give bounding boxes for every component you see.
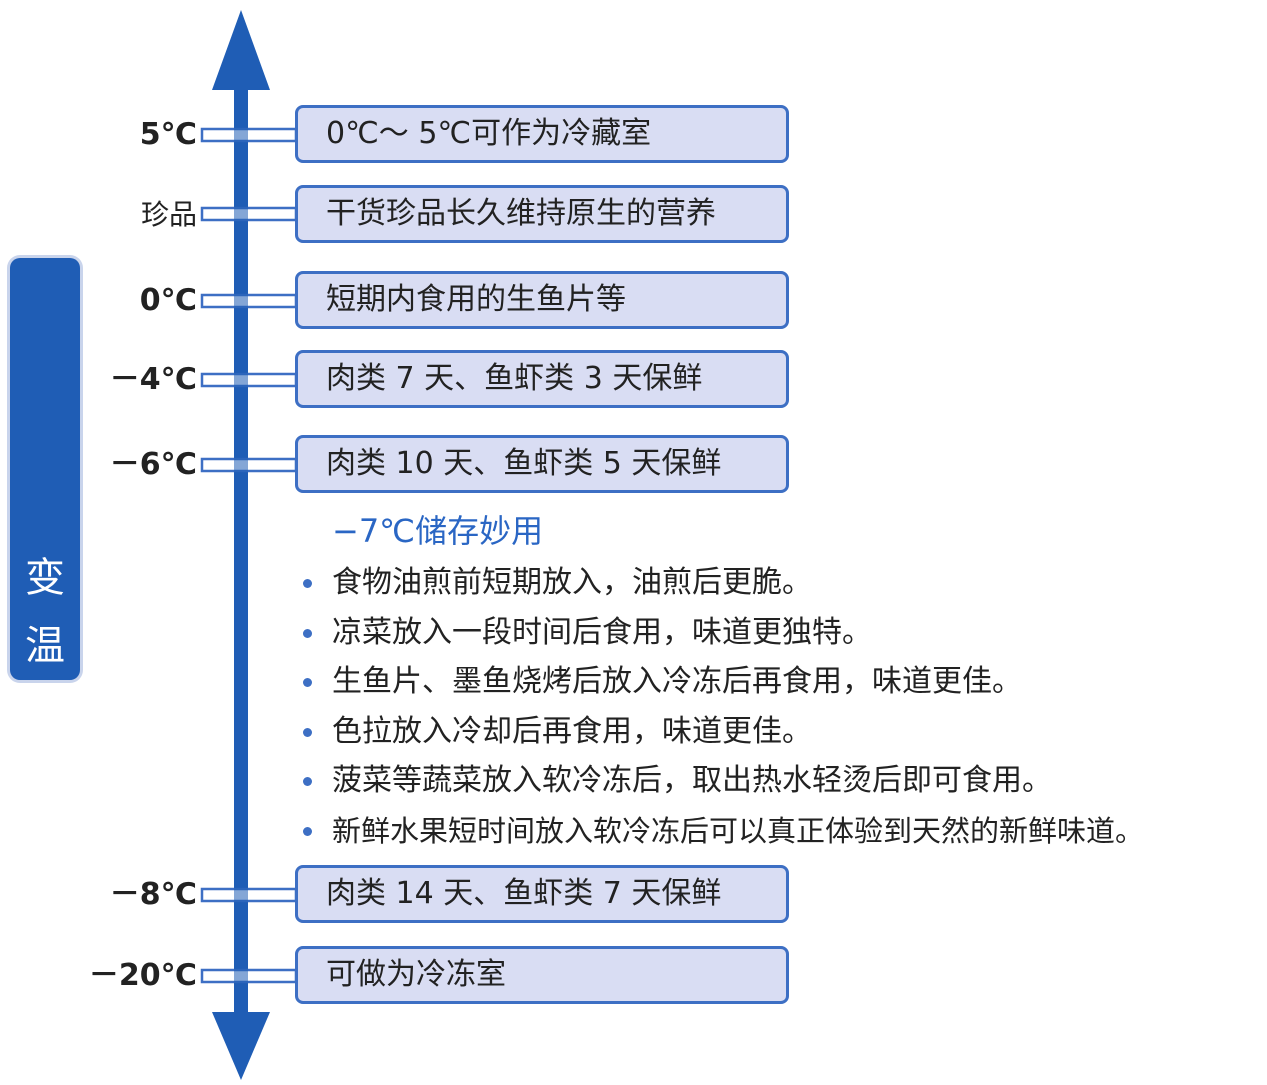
list-item-text: 色拉放入冷却后再食用，味道更佳。 (332, 713, 812, 749)
connector-minus6c (200, 457, 298, 473)
label-minus20c: －20℃ (88, 958, 197, 993)
bullet-dot-icon (303, 777, 312, 786)
box-minus4c: 肉类 7 天、鱼虾类 3 天保鲜 (295, 350, 789, 408)
axis-up-arrow-icon (212, 10, 270, 90)
list-item-text: 食物油煎前短期放入，油煎后更脆。 (332, 565, 812, 600)
connector-5c (200, 127, 298, 143)
list-item-text: 生鱼片、墨鱼烧烤后放入冷冻后再食用，味道更佳。 (332, 664, 1022, 699)
label-0c: 0℃ (139, 283, 197, 318)
minus7-usage-list: 食物油煎前短期放入，油煎后更脆。 凉菜放入一段时间后食用，味道更独特。 生鱼片、… (300, 560, 1144, 857)
box-5c: 0℃～ 5℃可作为冷藏室 (295, 105, 789, 163)
label-zhenpin: 珍品 (140, 198, 197, 231)
box-minus8c: 肉类 14 天、鱼虾类 7 天保鲜 (295, 865, 789, 923)
label-minus4c: －4℃ (109, 362, 197, 397)
title-char-1: 变 (25, 555, 65, 601)
label-minus6c: －6℃ (109, 447, 197, 482)
bullet-dot-icon (303, 628, 312, 638)
list-item-text: 新鲜水果短时间放入软冷冻后可以真正体验到天然的新鲜味道。 (332, 813, 1145, 848)
title-char-5: 用 (25, 827, 65, 873)
bullet-dot-icon (303, 727, 312, 737)
box-minus6c: 肉类 10 天、鱼虾类 5 天保鲜 (295, 435, 789, 493)
bullet-dot-icon (303, 579, 312, 588)
bullet-dot-icon (303, 826, 312, 836)
list-item: 生鱼片、墨鱼烧烤后放入冷冻后再食用，味道更佳。 (300, 659, 1144, 709)
axis-shaft-overlay (234, 80, 248, 1030)
title-char-4: 妙 (25, 759, 65, 805)
box-zhenpin: 干货珍品长久维持原生的营养 (295, 185, 789, 243)
title-char-3: 室 (25, 691, 65, 737)
list-item: 食物油煎前短期放入，油煎后更脆。 (300, 560, 1144, 610)
list-item: 新鲜水果短时间放入软冷冻后可以真正体验到天然的新鲜味道。 (300, 808, 1144, 858)
side-title-block: 变 温 室 妙 用 (10, 258, 80, 872)
bullet-dot-icon (303, 678, 312, 687)
minus7-heading: −7℃储存妙用 (332, 512, 544, 550)
box-minus20c: 可做为冷冻室 (295, 946, 789, 1004)
list-item-text: 凉菜放入一段时间后食用，味道更独特。 (332, 614, 872, 650)
list-item: 凉菜放入一段时间后食用，味道更独特。 (300, 610, 1144, 660)
list-item: 菠菜等蔬菜放入软冷冻后，取出热水轻烫后即可食用。 (300, 758, 1144, 808)
connector-minus4c (200, 372, 298, 388)
connector-minus20c (200, 968, 298, 984)
box-0c: 短期内食用的生鱼片等 (295, 271, 789, 329)
list-item: 色拉放入冷却后再食用，味道更佳。 (300, 709, 1144, 759)
connector-zhenpin (200, 206, 298, 222)
title-char-2: 温 (25, 623, 65, 669)
axis-down-arrow-icon (212, 1012, 270, 1080)
label-minus8c: －8℃ (109, 877, 197, 912)
connector-minus8c (200, 887, 298, 903)
connector-0c (200, 293, 298, 309)
label-5c: 5℃ (139, 117, 197, 152)
list-item-text: 菠菜等蔬菜放入软冷冻后，取出热水轻烫后即可食用。 (332, 763, 1052, 798)
